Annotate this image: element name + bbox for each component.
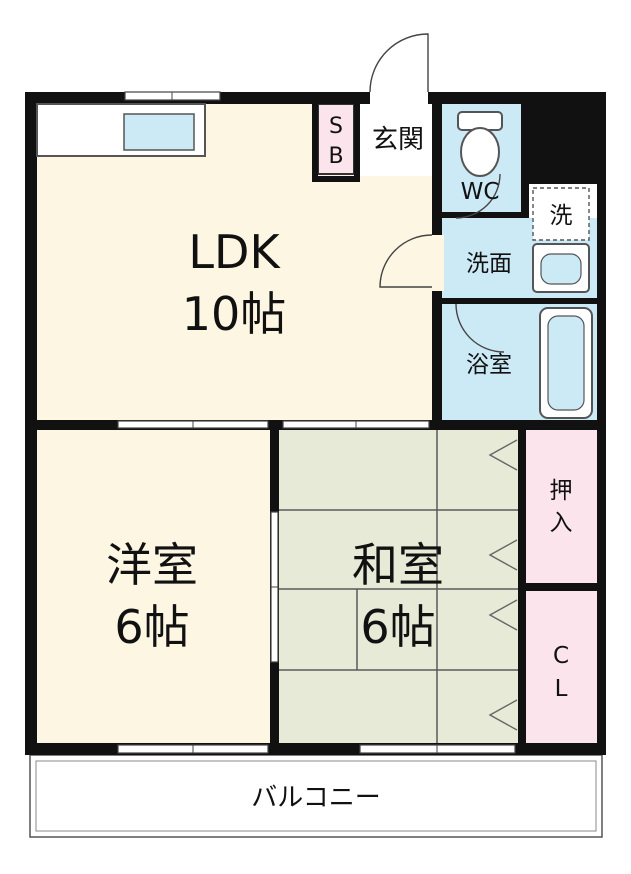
- balcony-railing: [35, 760, 597, 832]
- shoe-box-label-top: S: [329, 114, 343, 139]
- bath-door-swing: [455, 303, 505, 353]
- ldk-label: LDK: [188, 225, 281, 279]
- laundry-spot: [532, 187, 590, 241]
- closet-floor: [524, 591, 597, 747]
- kitchen-sink: [123, 113, 195, 151]
- toilet-bowl: [460, 127, 500, 177]
- ldk-door-gap: [430, 235, 444, 291]
- closet-label-top: C: [553, 643, 569, 669]
- front-door-swing: [369, 33, 429, 93]
- closet-label-bottom: L: [555, 676, 568, 702]
- ldk-size-label: 10帖: [182, 287, 287, 341]
- ldk-door-swing: [379, 234, 433, 288]
- western-room-size-label: 6帖: [114, 600, 189, 654]
- toilet-door-swing: [455, 173, 501, 219]
- bathtub-inner: [547, 315, 585, 411]
- oshiire-floor: [524, 430, 597, 583]
- toilet-label: WC: [461, 179, 500, 205]
- japanese-room-label: 和室: [352, 538, 444, 592]
- western-room-floor: [33, 430, 271, 747]
- balcony-area: [29, 754, 603, 838]
- windows: [117, 91, 516, 754]
- bath-label: 浴室: [466, 352, 512, 378]
- balcony-label: バルコニー: [251, 783, 380, 813]
- wash-basin-bowl: [540, 253, 582, 285]
- entrance-label: 玄関: [372, 125, 424, 155]
- oshiire-label-bottom: 入: [550, 510, 573, 536]
- shoe-box-label-bottom: B: [328, 144, 343, 169]
- laundry-label: 洗: [550, 203, 573, 229]
- front-door-gap: [370, 90, 428, 106]
- tatami-pattern: [279, 430, 518, 747]
- entrance-floor: [360, 100, 436, 176]
- western-room-label: 洋室: [106, 538, 198, 592]
- storage-door-marks: [488, 439, 518, 731]
- washroom-label: 洗面: [466, 251, 512, 277]
- oshiire-label-top: 押: [550, 478, 573, 504]
- japanese-room-size-label: 6帖: [360, 600, 435, 654]
